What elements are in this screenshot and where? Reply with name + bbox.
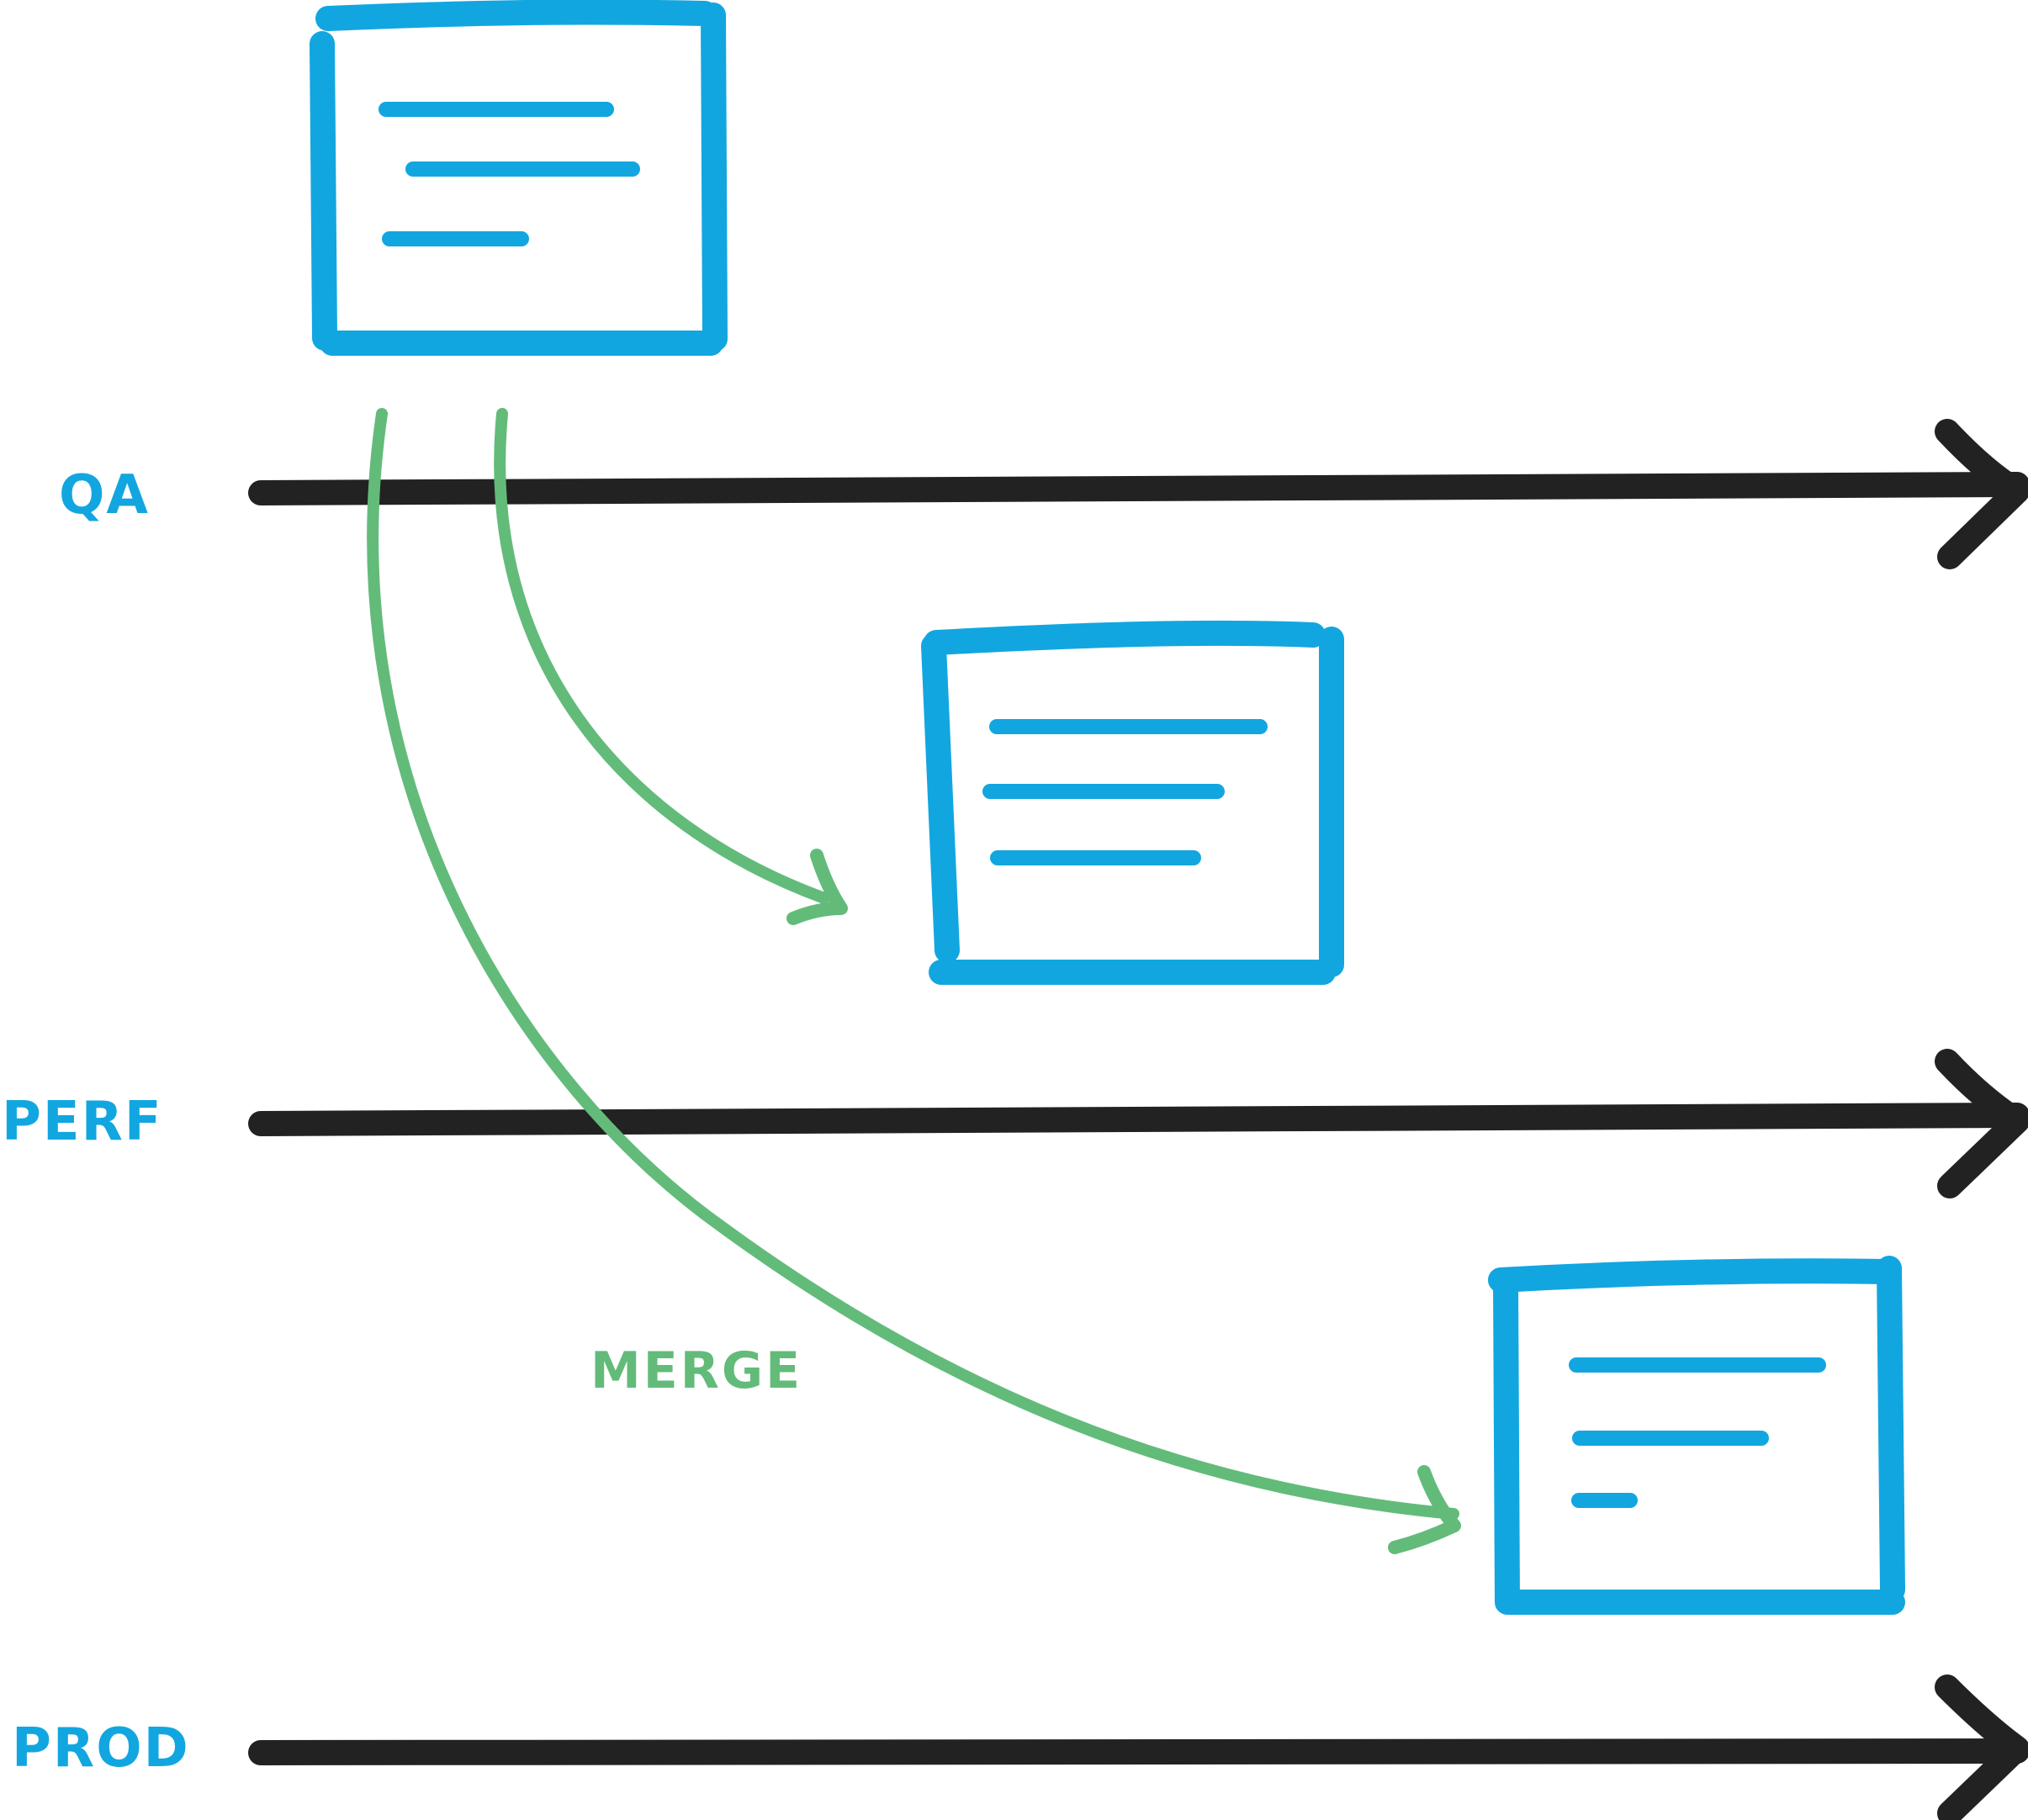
document-prod: [1488, 1256, 1905, 1615]
lane-prod-label: PROD: [12, 1717, 190, 1780]
lane-perf: PERF: [2, 1049, 2028, 1198]
lane-prod: PROD: [12, 1675, 2028, 1820]
merge-curve-to-prod: [367, 408, 1459, 1520]
lane-qa-arrowhead: [1935, 419, 2028, 569]
lane-qa: QA: [59, 419, 2028, 569]
lane-prod-arrowhead: [1935, 1675, 2028, 1820]
document-perf: [921, 620, 1344, 985]
lane-prod-line: [248, 1738, 2028, 1765]
merge-arrowhead-prod: [1388, 1465, 1461, 1554]
lane-qa-label: QA: [59, 464, 150, 526]
merge-arrowhead-perf: [786, 849, 848, 925]
document-qa: [310, 0, 728, 356]
document-icon: [310, 0, 728, 356]
merge-curve-to-perf: [494, 408, 830, 904]
merge-arrows: MERGE: [367, 408, 1461, 1554]
document-icon: [921, 620, 1344, 985]
lane-perf-line: [248, 1103, 2028, 1136]
lane-perf-arrowhead: [1935, 1049, 2028, 1198]
lane-perf-label: PERF: [2, 1091, 163, 1153]
merge-label: MERGE: [590, 1341, 802, 1400]
lane-qa-line: [248, 472, 2028, 505]
document-icon: [1488, 1256, 1905, 1615]
